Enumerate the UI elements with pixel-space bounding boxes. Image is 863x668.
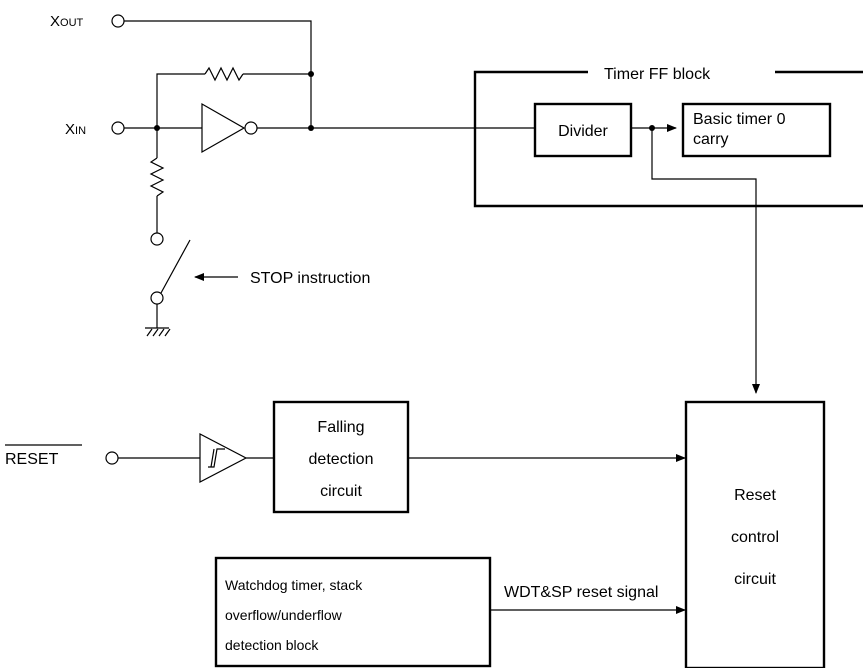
timer-ff-block-title: Timer FF block — [604, 66, 711, 83]
basic-timer-box — [681, 102, 832, 158]
feedback-resistor — [156, 66, 311, 128]
reset-control-line1: Reset — [734, 487, 776, 504]
falling-detection-line3: circuit — [320, 483, 362, 500]
reset-control-block: Reset control circuit — [684, 400, 826, 668]
ground-icon — [145, 304, 171, 337]
falling-detection-line1: Falling — [317, 419, 364, 436]
junction-dot — [308, 125, 314, 131]
xin-label: XIN — [65, 121, 86, 138]
xout-terminal — [111, 14, 125, 28]
pulldown-resistor — [149, 128, 165, 233]
stop-instruction-label: STOP instruction — [250, 270, 370, 287]
reset-terminal — [105, 451, 119, 465]
reset-control-line3: circuit — [734, 571, 776, 588]
reset-label: RESET — [5, 451, 59, 468]
xin-terminal — [111, 121, 125, 135]
xout-label: XOUT — [50, 13, 84, 30]
carry-wire — [651, 128, 760, 394]
wdt-signal-label: WDT&SP reset signal — [504, 584, 658, 601]
watchdog-line1: Watchdog timer, stack — [225, 577, 363, 593]
watchdog-block: Watchdog timer, stack overflow/underflow… — [214, 556, 492, 668]
falling-detection-block: Falling detection circuit — [272, 400, 410, 514]
reset-pin: RESET — [5, 444, 200, 468]
inverter-gate — [201, 102, 535, 154]
divider-label: Divider — [558, 123, 608, 140]
watchdog-line3: detection block — [225, 637, 319, 653]
xin-pin: XIN — [65, 121, 202, 138]
xout-wire — [124, 20, 312, 128]
schmitt-buffer — [199, 433, 274, 483]
timer-ff-block: Timer FF block Divider Basic timer 0 car… — [473, 66, 863, 208]
falling-detection-line2: detection — [309, 451, 374, 468]
junction-dot — [308, 71, 314, 77]
reset-control-line2: control — [731, 529, 779, 546]
xout-pin: XOUT — [50, 13, 312, 128]
stop-switch: STOP instruction — [150, 232, 370, 305]
basic-timer-line2: carry — [693, 131, 729, 148]
watchdog-line2: overflow/underflow — [225, 607, 343, 623]
divider-box — [533, 102, 633, 158]
basic-timer-line1: Basic timer 0 — [693, 111, 786, 128]
